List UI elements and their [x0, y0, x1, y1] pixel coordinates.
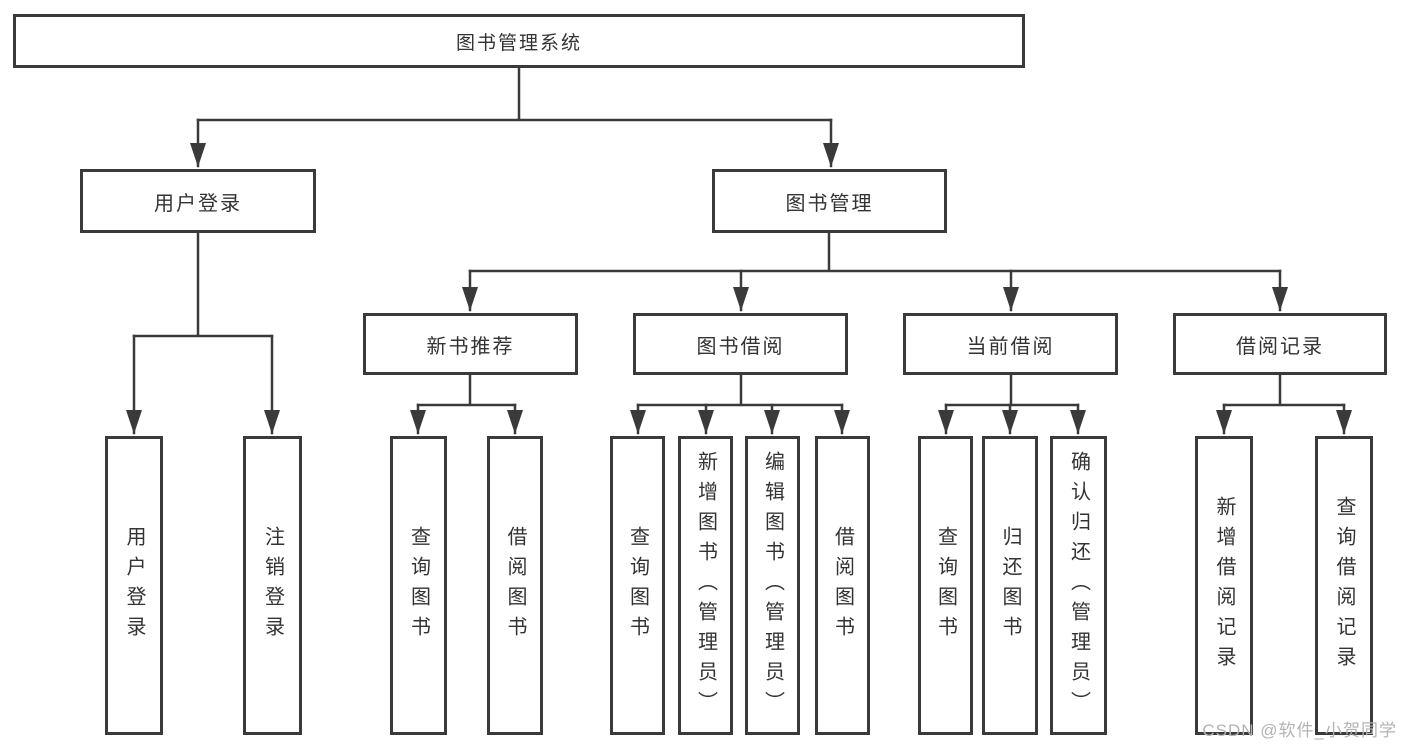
node-label: 当前借阅 [966, 335, 1055, 358]
node-label: 新增图书（管理员） [694, 450, 717, 721]
node-book-management: 图书管理 [712, 169, 947, 233]
node-current-borrow: 当前借阅 [903, 313, 1118, 375]
node-leaf-user-login: 用户登录 [105, 436, 163, 735]
node-label: 查询图书 [407, 525, 430, 646]
node-label: 借阅图书 [504, 525, 526, 646]
node-label: 新增借阅记录 [1213, 495, 1235, 676]
node-label: 图书借阅 [696, 335, 785, 358]
csdn-watermark: CSDN @软件_小贺同学 [1202, 721, 1397, 740]
node-borrow-record: 借阅记录 [1173, 313, 1387, 375]
node-label: 借阅图书 [831, 525, 854, 646]
node-label: 注销登录 [261, 525, 284, 646]
node-label: 归还图书 [999, 525, 1021, 646]
node-leaf-query-books-3: 查询图书 [918, 436, 973, 735]
node-leaf-add-borrow-record: 新增借阅记录 [1195, 436, 1253, 735]
node-new-book-recommend: 新书推荐 [363, 313, 578, 375]
node-label: 借阅记录 [1236, 335, 1324, 358]
node-leaf-return-books: 归还图书 [982, 436, 1038, 735]
node-leaf-edit-books-admin: 编辑图书（管理员） [745, 436, 800, 735]
node-leaf-logout: 注销登录 [243, 436, 302, 735]
node-user-login: 用户登录 [80, 169, 316, 233]
node-label: 查询图书 [626, 525, 649, 646]
node-label: 图书管理系统 [455, 32, 582, 54]
node-label: 确认归还（管理员） [1067, 450, 1090, 721]
node-label: 用户登录 [123, 525, 145, 646]
node-label: 图书管理 [785, 192, 874, 215]
node-leaf-borrow-books: 借阅图书 [487, 436, 543, 735]
node-label: 查询借阅记录 [1333, 495, 1355, 676]
node-label: 查询图书 [934, 525, 957, 646]
node-label: 用户登录 [154, 192, 242, 215]
node-book-borrow: 图书借阅 [633, 313, 848, 375]
node-label: 新书推荐 [426, 335, 515, 358]
node-library-management-system: 图书管理系统 [13, 14, 1025, 68]
node-leaf-query-books-2: 查询图书 [610, 436, 665, 735]
node-leaf-borrow-books-2: 借阅图书 [815, 436, 870, 735]
node-leaf-query-books: 查询图书 [390, 436, 447, 735]
node-leaf-confirm-return-admin: 确认归还（管理员） [1050, 436, 1107, 735]
node-leaf-add-books-admin: 新增图书（管理员） [678, 436, 733, 735]
node-label: 编辑图书（管理员） [761, 450, 784, 721]
node-leaf-query-borrow-record: 查询借阅记录 [1315, 436, 1373, 735]
